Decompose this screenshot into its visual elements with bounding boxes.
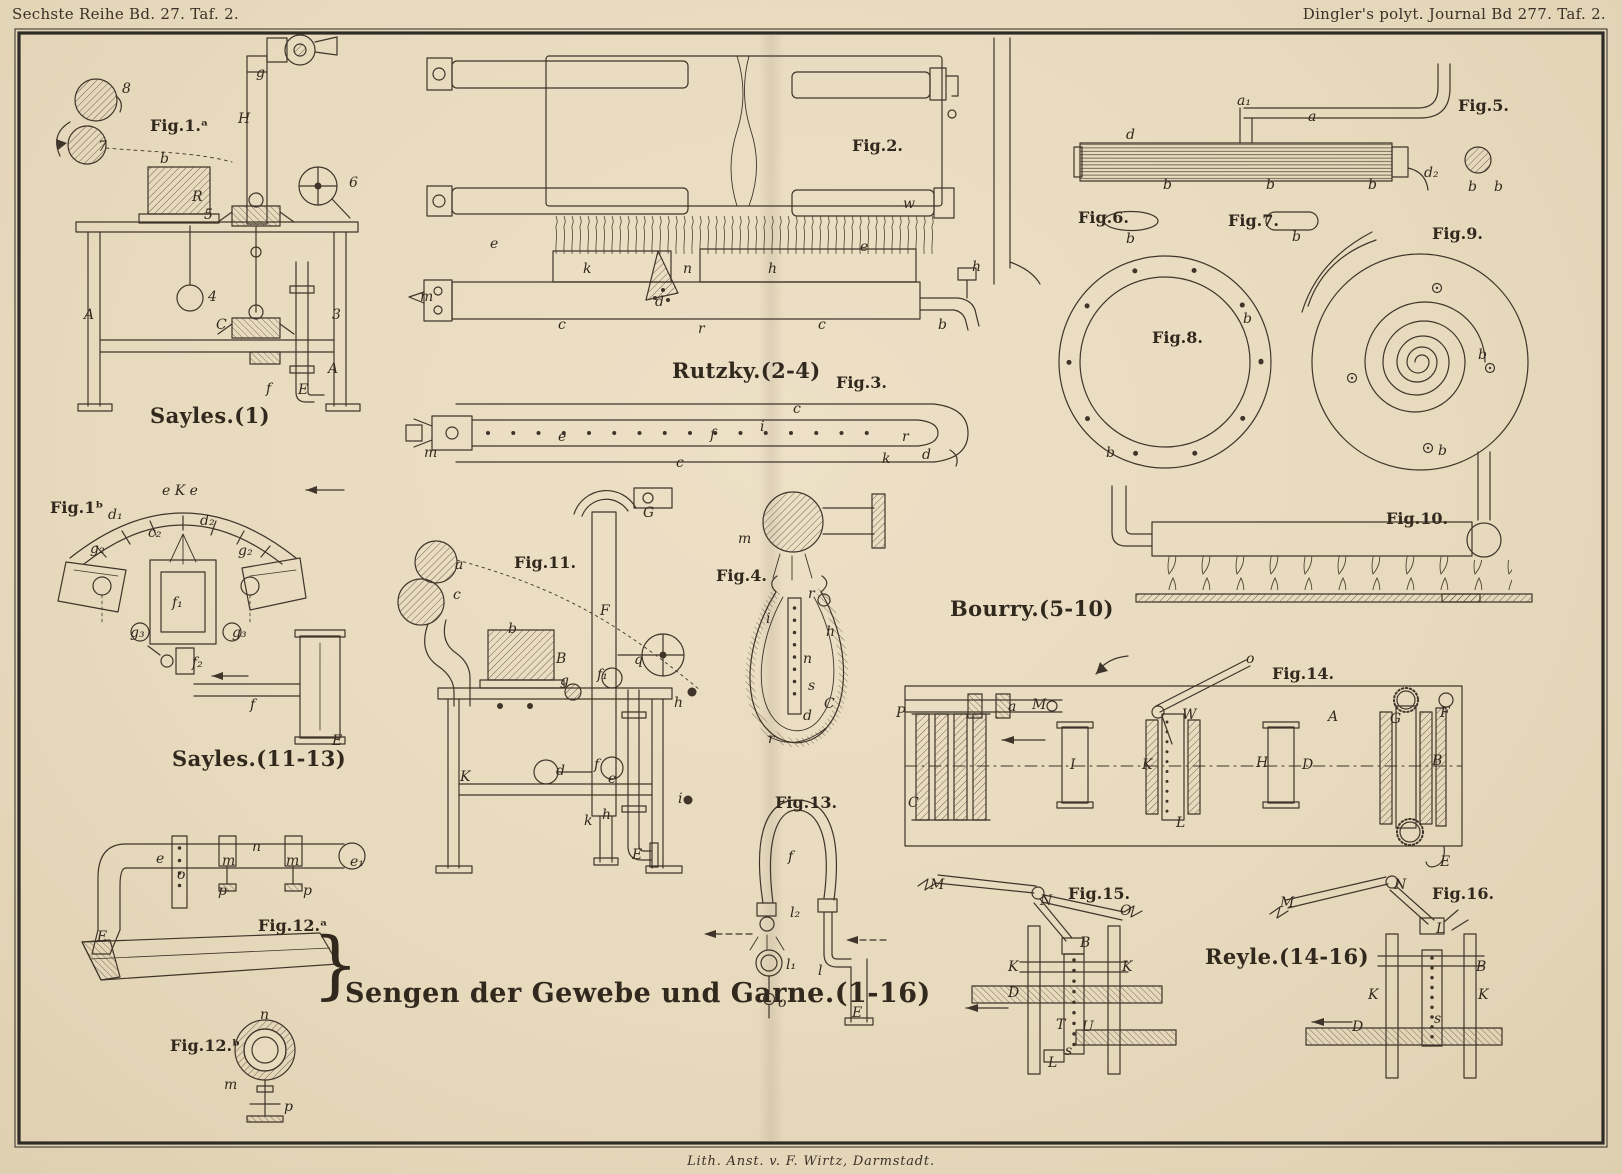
fig-4-drawing <box>745 491 886 748</box>
fig-15-drawing <box>917 874 1177 1075</box>
fig-2-drawing <box>408 37 1041 331</box>
fig-5-drawing <box>1073 63 1492 191</box>
fig-12a-drawing <box>81 835 366 981</box>
fig-6-drawing <box>1103 210 1159 232</box>
fig-7-drawing <box>1265 211 1319 231</box>
fig-8-drawing <box>1058 255 1272 469</box>
fig-16-drawing <box>1269 875 1503 1079</box>
lithographer-credit: Lith. Anst. v. F. Wirtz, Darmstadt. <box>687 1154 935 1169</box>
fig-14-drawing <box>904 655 1463 868</box>
series-title: Sechste Reihe Bd. 27. Taf. 2. <box>12 5 239 23</box>
fig-1a-drawing <box>56 34 361 412</box>
journal-title: Dingler's polyt. Journal Bd 277. Taf. 2. <box>1302 5 1606 23</box>
paper-fold-crease <box>758 35 784 1141</box>
fig-1b-drawing <box>57 486 346 745</box>
fig-10-drawing <box>1111 451 1533 603</box>
plate-border <box>14 28 1608 1148</box>
fig-13-drawing <box>703 799 887 1026</box>
fig-3-drawing <box>405 403 969 467</box>
fig-12b-drawing <box>234 1019 296 1123</box>
fig-9-drawing <box>1301 231 1529 471</box>
fig-11-drawing <box>397 487 701 874</box>
